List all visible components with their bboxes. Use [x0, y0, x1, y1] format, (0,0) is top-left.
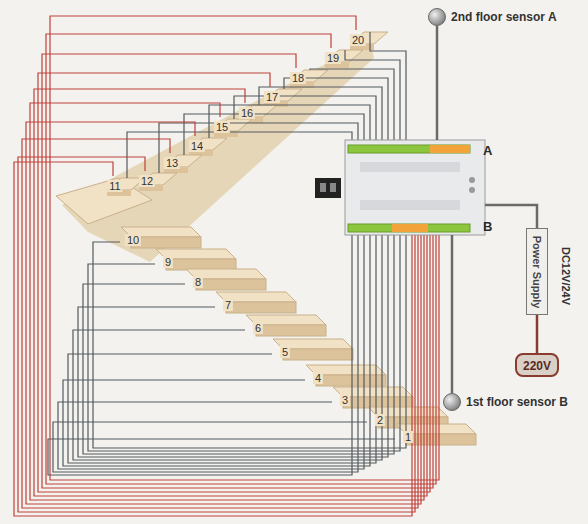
- callout-number: 18: [290, 72, 306, 84]
- callout-number: 16: [239, 107, 255, 119]
- stair-riser: [283, 349, 353, 360]
- label-plate: [360, 162, 460, 172]
- led-wire: [63, 233, 370, 466]
- callout-number: 15: [214, 121, 230, 133]
- terminal-strip: [430, 145, 470, 153]
- callout-number: 9: [163, 256, 173, 268]
- callout-number: 4: [313, 372, 323, 384]
- controller-body: [345, 140, 485, 235]
- connector-pin: [320, 183, 326, 192]
- node-label: 220V: [523, 359, 551, 373]
- led-wire: [370, 32, 406, 145]
- stair-riser: [166, 259, 236, 270]
- led-wire: [284, 78, 388, 145]
- led-wire: [78, 233, 388, 457]
- led-wire: [83, 233, 394, 454]
- stair-riser: [226, 302, 296, 313]
- callout-number: 8: [193, 276, 203, 288]
- callout-number: 17: [264, 91, 280, 103]
- sensor-dome: [443, 393, 461, 411]
- led-wire: [42, 54, 433, 488]
- node-label: Power Supply: [531, 235, 543, 308]
- label-plate: [360, 200, 460, 210]
- stair-riser: [196, 279, 266, 290]
- terminal-strip: [348, 145, 470, 153]
- power-supply-box: Power Supply: [526, 228, 548, 315]
- node-label: 2nd floor sensor A: [451, 10, 557, 24]
- led-wire: [234, 96, 376, 145]
- voltage-label: DC12V/24V: [560, 245, 572, 307]
- terminal-strip: [348, 224, 470, 232]
- callout-number: 3: [340, 394, 350, 406]
- led-wire: [38, 73, 430, 492]
- step-wires: [14, 16, 439, 516]
- callout-number: 11: [107, 180, 122, 192]
- callout-number: 1: [403, 431, 413, 443]
- callout-number: 12: [139, 175, 155, 187]
- callout-number: 5: [280, 346, 290, 358]
- led-wire: [73, 233, 382, 460]
- led-wire: [88, 233, 400, 451]
- led-wire: [345, 50, 400, 145]
- terminal-row-label: B: [483, 219, 492, 234]
- led-wire: [310, 69, 394, 145]
- led-wire: [50, 16, 439, 480]
- callout-number: 14: [189, 140, 205, 152]
- led-wire: [58, 233, 364, 469]
- controller-unit: [315, 140, 485, 235]
- stair-riser: [406, 434, 476, 445]
- callout-number: 13: [164, 157, 180, 169]
- callout-number: 19: [325, 52, 341, 64]
- stair-riser: [343, 397, 413, 408]
- callout-number: 2: [375, 414, 385, 426]
- led-wire: [209, 105, 370, 145]
- terminal-row-label: A: [483, 143, 492, 158]
- connector-pin: [330, 183, 336, 192]
- indicator-led: [469, 177, 475, 183]
- led-wire: [184, 114, 364, 155]
- callout-number: 20: [350, 34, 366, 46]
- led-wire: [53, 233, 367, 472]
- callout-number: 6: [253, 322, 263, 334]
- led-wire: [259, 87, 382, 145]
- led-wire: [68, 233, 376, 463]
- controller-box: AB: [345, 140, 495, 235]
- led-wire: [48, 233, 395, 475]
- led-wire: [159, 123, 358, 173]
- led-wire: [93, 233, 406, 448]
- connection-wire: [451, 235, 454, 393]
- node-label: 1st floor sensor B: [466, 395, 568, 409]
- stair-landing: [56, 178, 152, 224]
- mains-input-box: 220V: [515, 353, 559, 377]
- motion-sensor: 2nd floor sensor A: [428, 8, 557, 26]
- stair-riser: [256, 325, 326, 336]
- connection-wire: [485, 205, 537, 228]
- indicator-led: [469, 187, 475, 193]
- stair-riser: [131, 237, 201, 248]
- terminal-strip: [392, 224, 428, 232]
- callout-number: 7: [223, 299, 233, 311]
- connection-wire: [436, 26, 439, 140]
- sensor-dome: [428, 8, 446, 26]
- input-connector: [315, 178, 341, 198]
- mains-wire: [536, 315, 539, 353]
- motion-sensor: 1st floor sensor B: [443, 393, 568, 411]
- callout-number: 10: [125, 234, 141, 246]
- led-wire: [46, 34, 436, 484]
